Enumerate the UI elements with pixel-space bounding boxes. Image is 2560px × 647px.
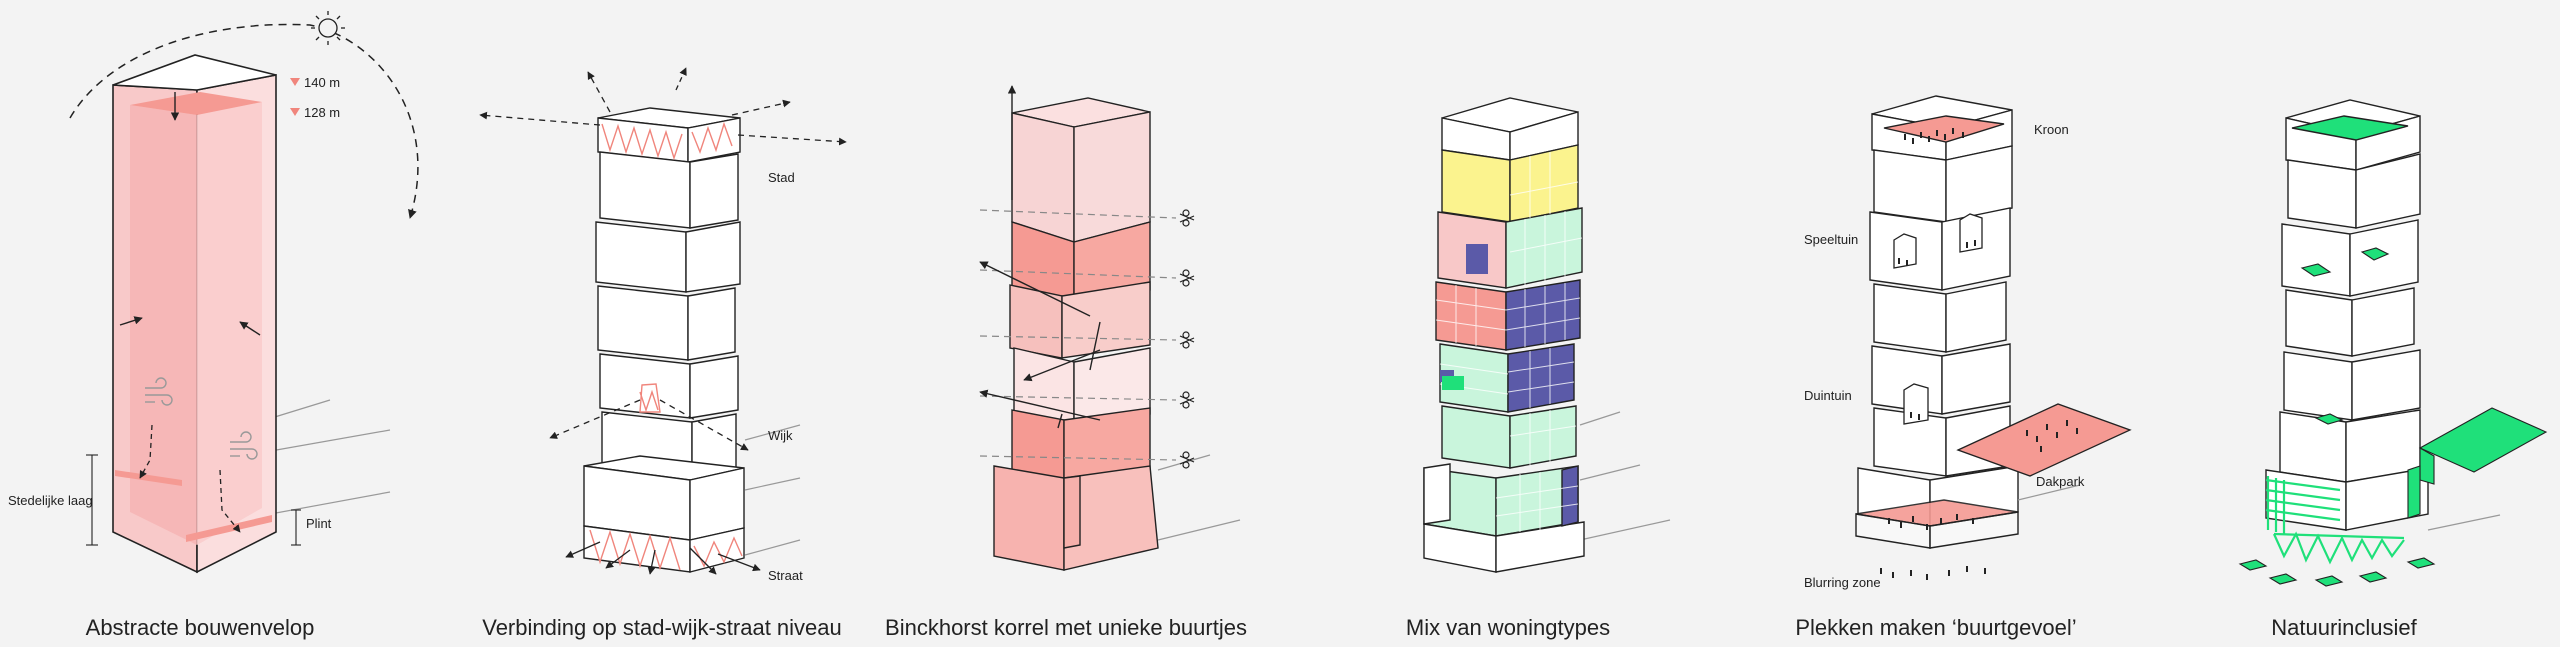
plinth-label: Plint <box>306 516 332 531</box>
dune-garden-label: Duintuin <box>1804 388 1852 403</box>
ground-lines <box>264 399 391 516</box>
panel-natuurinclusief <box>2238 99 2548 587</box>
caption-natuurinclusief: Natuurinclusief <box>2271 615 2417 640</box>
ground-lines <box>1157 454 1241 541</box>
caption-woningtypes: Mix van woningtypes <box>1405 615 1611 640</box>
connection-zigzag-top <box>589 121 743 571</box>
blurring-zone-label: Blurring zone <box>1804 575 1881 590</box>
city-label: Stad <box>768 170 795 185</box>
panel-verbinding: Stad Wijk Straat <box>479 67 847 583</box>
street-label: Straat <box>768 568 803 583</box>
ground-lines <box>2427 514 2501 531</box>
height-marker-128 <box>290 108 300 116</box>
height-label-128: 128 m <box>304 105 340 120</box>
ground-lines <box>744 424 801 556</box>
height-label-140: 140 m <box>304 75 340 90</box>
panel-bouwenvelop: 140 m 128 m Stedelijke laag Plint <box>8 11 419 574</box>
playground-label: Speeltuin <box>1804 232 1858 247</box>
wind-icon <box>145 377 258 460</box>
caption-buurtgevoel: Plekken maken ‘buurtgevoel’ <box>1795 615 2077 640</box>
height-cut-slab <box>130 92 262 115</box>
panel-woningtypes <box>1423 97 1671 573</box>
caption-verbinding: Verbinding op stad-wijk-straat niveau <box>482 615 842 640</box>
envelope-top <box>112 54 277 91</box>
panel-korrel <box>979 85 1241 571</box>
ground-lines <box>2017 484 2081 501</box>
roof-park-label: Dakpark <box>2036 474 2085 489</box>
envelope-inner-side <box>197 102 262 545</box>
scissors-icon <box>1179 209 1195 469</box>
urban-layer-label: Stedelijke laag <box>8 493 93 508</box>
envelope-inner-front <box>130 105 197 545</box>
plinth-bracket <box>291 509 301 546</box>
urban-layer-slab <box>115 470 182 486</box>
district-label: Wijk <box>768 428 793 443</box>
crown-label: Kroon <box>2034 122 2069 137</box>
urban-layer-bracket <box>86 454 98 546</box>
ground-lines <box>1579 411 1671 541</box>
plinth-slab <box>186 515 272 542</box>
sun-icon <box>311 11 345 45</box>
height-marker-140 <box>290 78 300 86</box>
caption-bouwenvelop: Abstracte bouwenvelop <box>85 615 315 640</box>
roof-park <box>1956 403 2132 477</box>
caption-korrel: Binckhorst korrel met unieke buurtjes <box>885 615 1247 640</box>
panel-buurtgevoel: Kroon Speeltuin Duintuin Dakpark Blurrin… <box>1804 95 2132 590</box>
